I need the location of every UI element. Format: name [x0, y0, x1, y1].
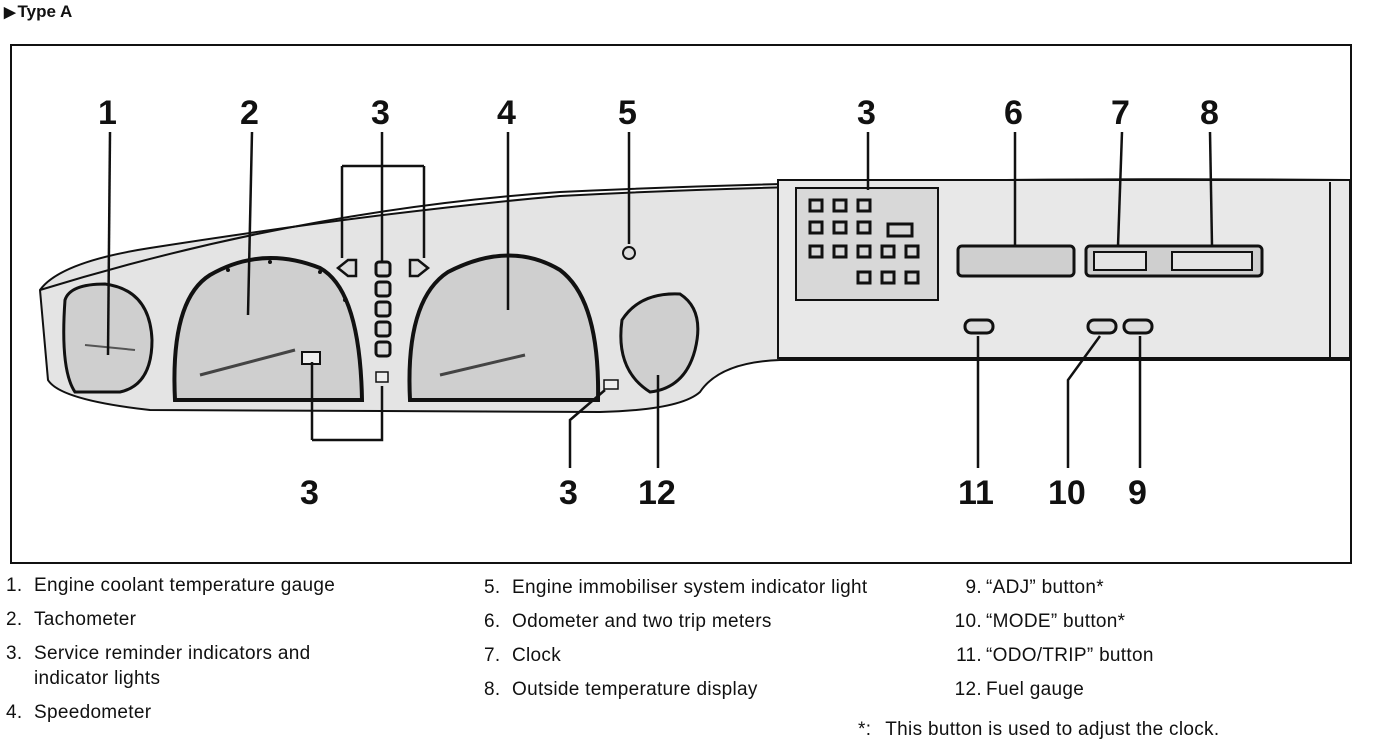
outside-temp-window: [1171, 251, 1253, 271]
callout-6: 6: [1004, 94, 1023, 132]
legend-item-3: 3.Service reminder indicators and indica…: [6, 643, 311, 689]
callout-8: 8: [1200, 94, 1219, 132]
mode-button: [1086, 318, 1118, 335]
callout-5: 5: [618, 94, 637, 132]
speedometer: [407, 253, 619, 402]
legend-item-9: 9.“ADJ” button*: [965, 577, 1104, 598]
callout-4: 4: [497, 94, 516, 132]
fuel-gauge: [619, 292, 700, 394]
marker-icon: ▶: [4, 4, 16, 21]
legend-item-5: 5.Engine immobiliser system indicator li…: [484, 577, 868, 598]
callout-7: 7: [1111, 94, 1130, 132]
legend-item-12: 12.Fuel gauge: [954, 679, 1085, 700]
callout-1: 1: [98, 94, 117, 132]
tachometer: [172, 256, 365, 402]
odo-trip-button: [963, 318, 995, 335]
leader-lines: [106, 131, 1214, 468]
indicator-panel-right: [795, 187, 939, 301]
footnote-marker: *:: [858, 719, 872, 740]
legend-item-11: 11.“ODO/TRIP” button: [956, 645, 1154, 666]
legend-item-1: 1.Engine coolant temperature gauge: [6, 575, 336, 596]
footnote: *: This button is used to adjust the cloc…: [858, 719, 1219, 741]
callout-3-right: 3: [857, 94, 876, 132]
type-label: ▶Type A: [4, 2, 72, 22]
callout-3-bottom-mid: 3: [559, 474, 578, 512]
callout-3-top: 3: [371, 94, 390, 132]
callout-3-bottom-left: 3: [300, 474, 319, 512]
legend-item-4: 4.Speedometer: [6, 702, 152, 723]
legend-item-8: 8.Outside temperature display: [484, 679, 758, 700]
callout-11: 11: [958, 474, 994, 512]
legend-col-2: 5.Engine immobiliser system indicator li…: [484, 575, 884, 711]
clock-window: [1093, 251, 1147, 271]
immobiliser-light: [622, 246, 636, 260]
callout-12: 12: [638, 474, 676, 512]
type-label-text: Type A: [17, 2, 73, 21]
adj-button: [1122, 318, 1154, 335]
legend-item-2: 2.Tachometer: [6, 609, 137, 630]
callout-9: 9: [1128, 474, 1147, 512]
callout-2: 2: [240, 94, 259, 132]
legend-item-10: 10.“MODE” button*: [954, 611, 1126, 632]
legend-item-6: 6.Odometer and two trip meters: [484, 611, 772, 632]
legend-item-7: 7.Clock: [484, 645, 562, 666]
legend-col-3: 9.“ADJ” button* 10.“MODE” button* 11.“OD…: [948, 575, 1248, 711]
footnote-text: This button is used to adjust the clock.: [885, 719, 1220, 740]
legend-col-1: 1.Engine coolant temperature gauge 2.Tac…: [6, 573, 426, 734]
odometer-display: [956, 244, 1076, 278]
callout-10: 10: [1048, 474, 1086, 512]
